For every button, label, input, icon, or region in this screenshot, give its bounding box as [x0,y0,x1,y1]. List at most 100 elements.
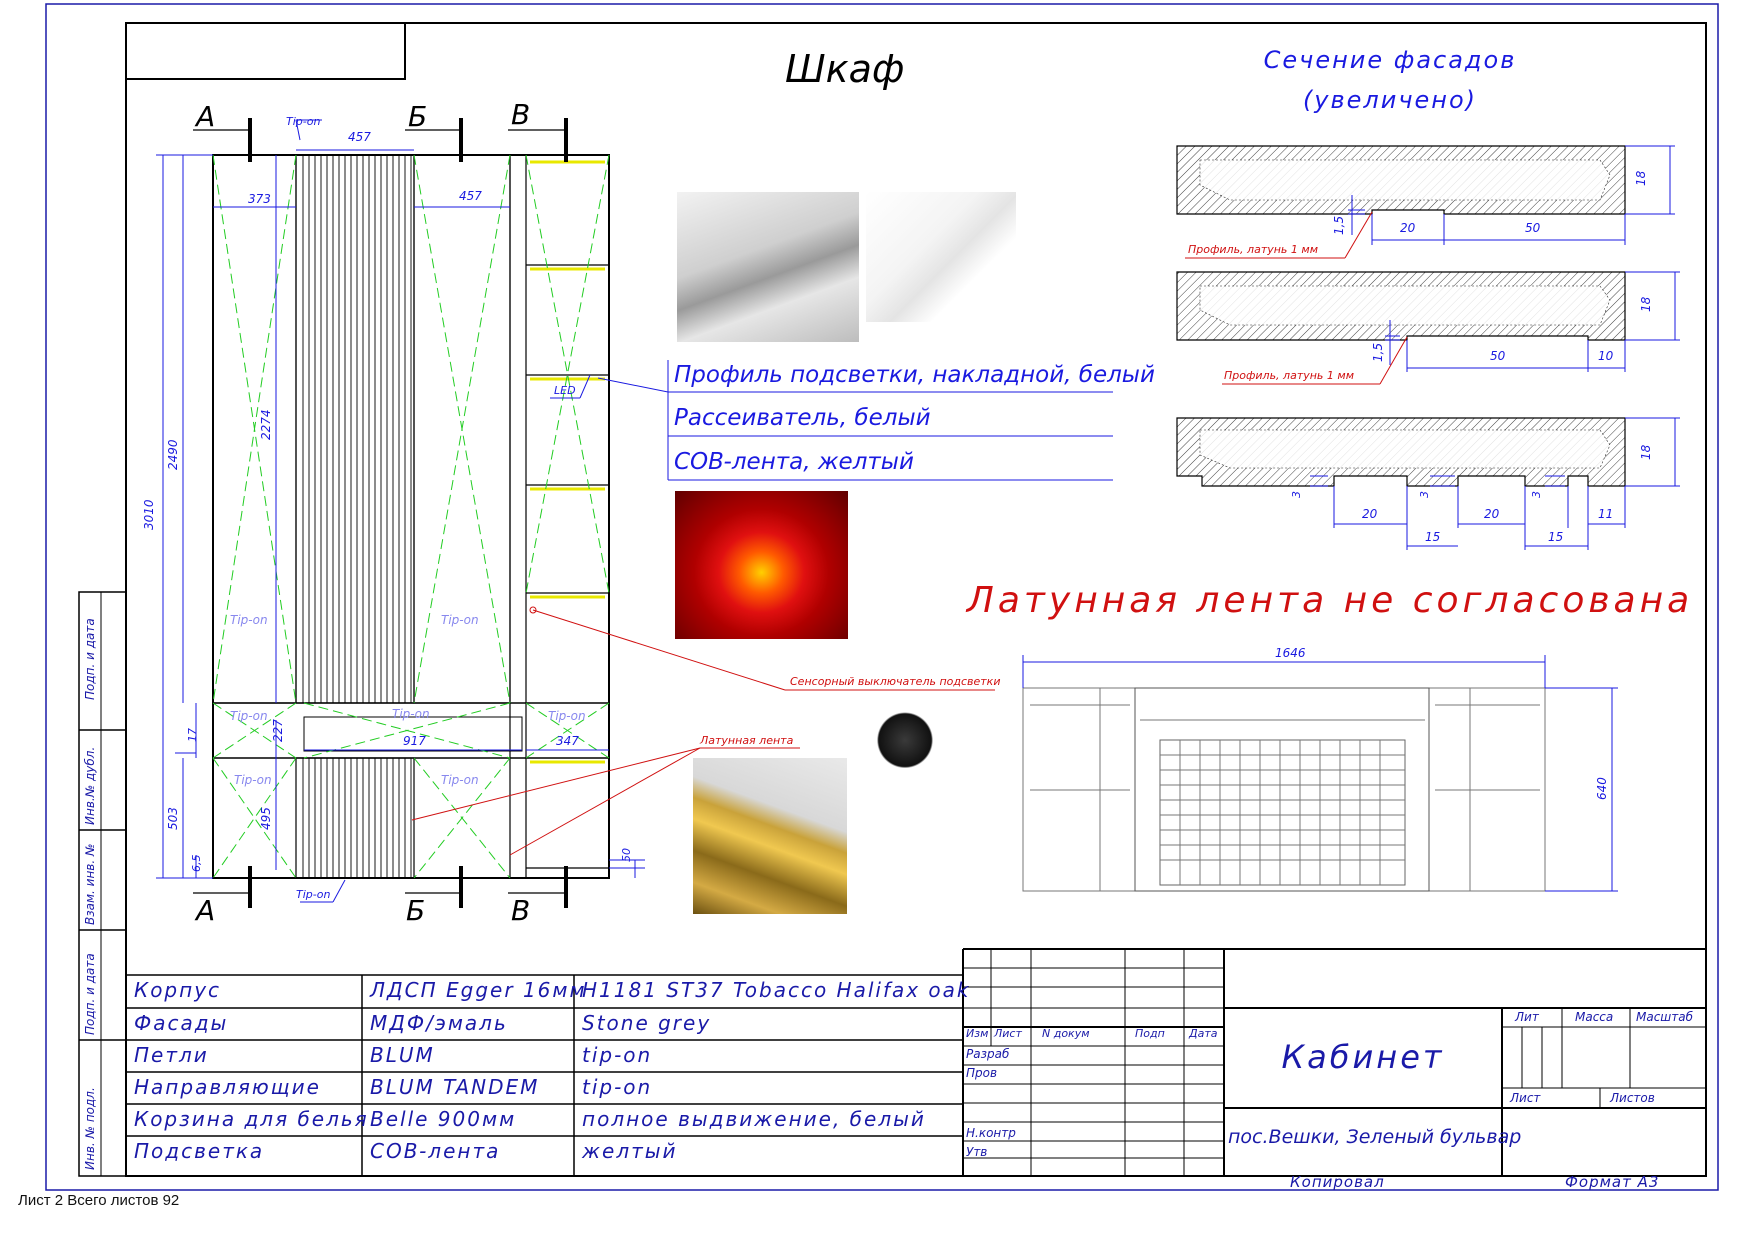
section-title-line-1: Сечение фасадов [1264,46,1517,74]
mark-v-bottom: В [511,894,530,927]
title-block [962,948,1706,1176]
facade-section-2: 18 1,5 50 10 Профиль, латунь 1 мм [1176,271,1680,385]
mark-a-top: А [194,100,215,133]
tb-data: Дата [1189,1027,1218,1040]
dim-2274: 2274 [259,409,273,440]
label-brass-tape: Латунная лента [699,734,794,747]
side-podp-data-1: Подп. и дата [83,618,97,700]
tb-razrab: Разраб [966,1047,1010,1061]
warning-brass-tape: Латунная лента не согласована [965,580,1693,621]
spec-cell-finish: Stone grey [582,1011,712,1035]
tb-utv: Утв [966,1145,988,1159]
cabinet-elevation: А Б В А Б В [142,98,1000,927]
legend-diffuser: Рассеиватель, белый [674,405,931,431]
s3-dim-3a: 3 [1290,491,1303,498]
photo-brass-tape [693,758,847,914]
tb-copied: Копировал [1290,1173,1385,1191]
s1-dim-18: 18 [1634,170,1648,186]
side-podp-data-2: Подп. и дата [83,953,97,1035]
s1-dim-1-5: 1,5 [1332,216,1346,235]
tb-lit: Лит [1515,1010,1539,1024]
side-vzam-inv: Взам. инв. № [83,844,97,925]
s2-dim-1-5: 1,5 [1371,343,1385,362]
spec-cell-finish: tip-on [582,1043,653,1067]
dim-17: 17 [186,728,199,742]
tb-podp: Подп [1135,1027,1165,1040]
label-tip-on-right-door: Tip-on [441,613,479,627]
dim-373: 373 [248,192,271,206]
tb-sheets: Листов [1610,1091,1655,1105]
side-inv-podl: Инв. № подл. [83,1087,97,1170]
spec-cell-item: Петли [134,1043,209,1067]
tb-project-name: Кабинет [1281,1038,1445,1076]
s1-note: Профиль, латунь 1 мм [1188,243,1318,256]
dim-227: 227 [271,719,285,742]
s3-dim-20b: 20 [1484,507,1500,521]
spec-cell-finish: желтый [582,1139,678,1163]
s1-dim-50: 50 [1525,221,1541,235]
spec-cell-material: МДФ/эмаль [370,1011,508,1035]
s3-dim-15a: 15 [1425,530,1440,544]
side-inv-dubl: Инв.№ дубл. [83,747,97,825]
ribbed-panel-upper [295,154,415,704]
spec-cell-item: Подсветка [134,1139,265,1163]
s2-dim-10: 10 [1598,349,1614,363]
outer-sheet-border [45,3,1719,1191]
spec-cell-finish: H1181 ST37 Tobacco Halifax oak [582,978,971,1002]
spec-cell-material: ЛДСП Egger 16мм [370,978,587,1002]
dim-6-5: 6,5 [190,855,203,873]
label-tip-on-lower-right: Tip-on [441,773,479,787]
s1-dim-20: 20 [1400,221,1416,235]
spec-cell-item: Корпус [134,978,222,1002]
label-tip-on-drawer-left: Tip-on [230,709,268,723]
ribbed-panel-lower [295,757,415,879]
tb-masshtab: Масштаб [1636,1010,1694,1024]
legend-cob: COB-лента, желтый [674,449,914,475]
spec-cell-finish: tip-on [582,1075,653,1099]
photo-diffuser [866,192,1016,322]
spec-cell-item: Фасады [134,1011,229,1035]
facade-section-1: 18 1,5 20 50 Профиль, латунь 1 мм [1176,145,1675,259]
spec-cell-item: Корзина для белья [134,1107,369,1131]
tb-format: Формат А3 [1565,1173,1660,1191]
s2-dim-18: 18 [1639,296,1653,312]
dim-640: 640 [1595,777,1609,800]
photo-aluminium-profile [677,192,859,342]
s3-dim-3b: 3 [1418,491,1431,498]
dim-2490: 2490 [166,439,180,470]
tb-massa: Масса [1575,1010,1614,1024]
tb-list: Лист [994,1027,1022,1040]
sheet-title: Шкаф [785,47,904,91]
tb-sheet: Лист [1510,1091,1541,1105]
dim-503: 503 [166,807,180,830]
label-tip-on-top: Tip-on [286,115,320,128]
mark-v-top: В [511,98,530,131]
s2-dim-50: 50 [1490,349,1506,363]
label-tip-on-left-door: Tip-on [230,613,268,627]
tb-address: пос.Вешки, Зеленый бульвар [1228,1126,1522,1148]
label-touch-switch: Сенсорный выключатель подсветки [790,675,1000,688]
tb-prov: Пров [966,1066,998,1080]
photo-touch-switch [875,705,975,793]
s2-note: Профиль, латунь 1 мм [1224,369,1354,382]
label-tip-on-bottom: Tip-on [296,888,330,901]
label-tip-on-drawer-right: Tip-on [548,709,586,723]
dim-457-mid: 457 [459,189,482,203]
photo-cob-tape [675,491,848,639]
spec-cell-material: Belle 900мм [370,1107,517,1131]
spec-cell-material: BLUM [370,1043,435,1067]
mark-b-bottom: Б [406,894,425,927]
s3-dim-3c: 3 [1530,491,1543,498]
tb-izm: Изм [966,1027,989,1040]
section-title-line-2: (увеличено) [1303,86,1477,114]
s3-dim-20a: 20 [1362,507,1378,521]
label-led: LED [554,384,576,397]
dim-1646: 1646 [1275,646,1306,660]
spec-table [126,974,963,1176]
led-strips [530,160,605,764]
mark-b-top: Б [408,100,427,133]
laundry-basket-drawing [1022,687,1546,892]
dim-50: 50 [620,848,633,862]
legend-profile: Профиль подсветки, накладной, белый [674,362,1155,388]
